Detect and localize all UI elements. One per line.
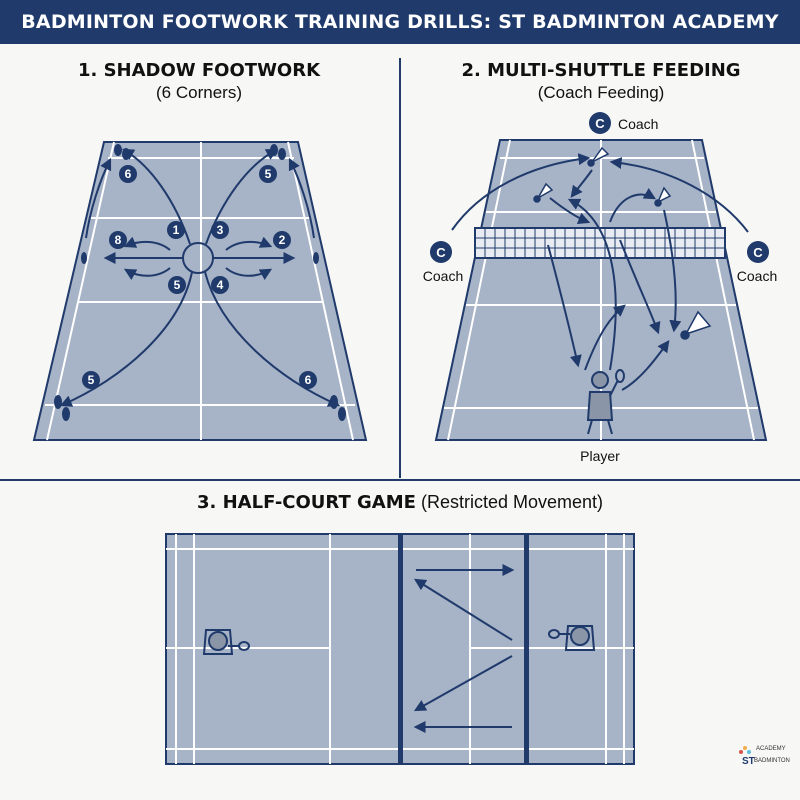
logo-brand: ST bbox=[742, 756, 755, 767]
number-6: 6 bbox=[305, 373, 312, 387]
drill1-court bbox=[32, 141, 368, 441]
coach-letter: C bbox=[436, 245, 446, 260]
number-6: 6 bbox=[125, 167, 132, 181]
player-label: Player bbox=[580, 448, 620, 464]
coach-label: Coach bbox=[423, 268, 463, 284]
drill1-number-labels: 1 3 8 2 5 4 6 5 5 6 bbox=[88, 167, 312, 387]
drill2-heading: 2. MULTI-SHUTTLE FEEDING (Coach Feeding) bbox=[402, 60, 800, 103]
number-5: 5 bbox=[174, 278, 181, 292]
coach-badge-top: C Coach bbox=[589, 112, 658, 134]
net bbox=[474, 227, 726, 259]
drill1-heading: 1. SHADOW FOOTWORK (6 Corners) bbox=[0, 60, 398, 103]
player-right-figure bbox=[548, 625, 596, 651]
horizontal-divider bbox=[0, 479, 800, 481]
drill3-court bbox=[165, 533, 635, 765]
logo-line2: BADMINTON bbox=[754, 758, 790, 764]
player-figure bbox=[586, 369, 625, 435]
drill1-subtitle: (6 Corners) bbox=[156, 83, 242, 102]
number-4: 4 bbox=[217, 278, 224, 292]
drill2-court bbox=[434, 139, 768, 441]
player-left-figure bbox=[202, 629, 250, 655]
coach-label: Coach bbox=[737, 268, 777, 284]
drill3-heading: 3. HALF-COURT GAME (Restricted Movement) bbox=[0, 492, 800, 513]
number-8: 8 bbox=[115, 233, 122, 247]
logo-icon bbox=[739, 746, 751, 754]
drill2-subtitle: (Coach Feeding) bbox=[537, 83, 665, 102]
drill2-title: 2. MULTI-SHUTTLE FEEDING bbox=[461, 60, 741, 81]
page-banner: BADMINTON FOOTWORK TRAINING DRILLS: ST B… bbox=[0, 0, 800, 44]
number-1: 1 bbox=[173, 223, 180, 237]
number-3: 3 bbox=[217, 223, 224, 237]
coach-badge-right: C Coach bbox=[737, 241, 777, 284]
coach-label: Coach bbox=[618, 116, 658, 132]
footprint-icons bbox=[54, 144, 346, 421]
logo-line1: ACADEMY bbox=[756, 746, 786, 752]
number-5: 5 bbox=[265, 167, 272, 181]
number-5: 5 bbox=[88, 373, 95, 387]
number-2: 2 bbox=[279, 233, 286, 247]
drill3-subtitle: (Restricted Movement) bbox=[420, 492, 604, 512]
drill1-number-badges bbox=[82, 165, 317, 389]
shuttlecock-icons bbox=[533, 146, 712, 340]
coach-letter: C bbox=[753, 245, 763, 260]
drill1-title: 1. SHADOW FOOTWORK bbox=[77, 60, 321, 81]
vertical-divider bbox=[399, 58, 401, 478]
academy-logo: ACADEMY ST BADMINTON bbox=[736, 742, 796, 772]
drill3-title: 3. HALF-COURT GAME bbox=[196, 492, 416, 513]
page-title: BADMINTON FOOTWORK TRAINING DRILLS: ST B… bbox=[21, 11, 779, 33]
coach-badge-left: C Coach bbox=[423, 241, 463, 284]
coach-letter: C bbox=[595, 116, 605, 131]
